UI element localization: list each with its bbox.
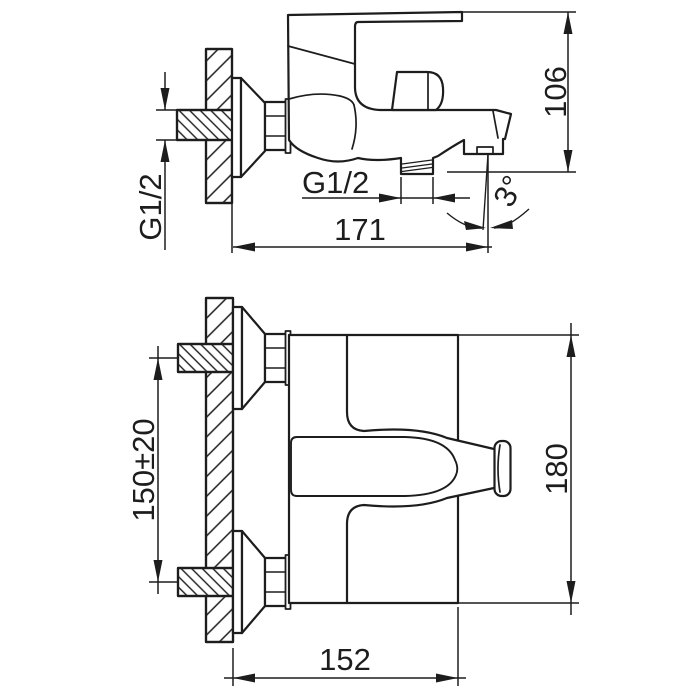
side-view-dimensions — [156, 11, 576, 253]
ball-joint-right-line — [351, 104, 357, 150]
front-view — [176, 296, 512, 644]
spout-angle-ref-line — [482, 153, 489, 231]
aerator-notch — [476, 146, 494, 155]
dim-inlet-spacing-label: 150±20 — [126, 418, 161, 521]
front-view-dimensions — [149, 323, 579, 686]
dim-height-label: 106 — [538, 66, 573, 118]
connector-nut-bottom — [263, 554, 292, 610]
connector-nut-top — [263, 330, 292, 386]
handle-grip-face — [290, 436, 459, 497]
handle-endcap-edge — [497, 444, 501, 493]
inlet-pipe-top — [176, 342, 235, 374]
dim-overall-height-label: 180 — [539, 443, 574, 495]
escutcheon-bottom — [231, 529, 267, 635]
ball-joint-top-line — [288, 93, 355, 106]
handle-endcap-line — [287, 45, 356, 65]
dim-overall-width-label: 152 — [319, 642, 371, 677]
dim-spout-angle-label: 3° — [486, 170, 531, 213]
shower-outlet-threads — [401, 159, 433, 173]
connector-nut-side — [263, 98, 292, 154]
side-view — [175, 10, 513, 205]
diverter-knob — [390, 70, 445, 112]
escutcheon-top — [231, 305, 267, 411]
dim-reach-label: 171 — [334, 212, 386, 247]
escutcheon-side — [230, 76, 267, 179]
inlet-pipe-side — [175, 108, 235, 142]
spout-tip-edge-line — [492, 110, 499, 139]
faucet-body-side — [286, 10, 513, 176]
handle-endcap-front — [493, 439, 512, 498]
dim-wall-thread-label: G1/2 — [133, 173, 168, 240]
dim-outlet-thread-label: G1/2 — [302, 165, 369, 200]
inlet-pipe-bottom — [176, 566, 235, 598]
handle-front-outline — [345, 333, 496, 605]
